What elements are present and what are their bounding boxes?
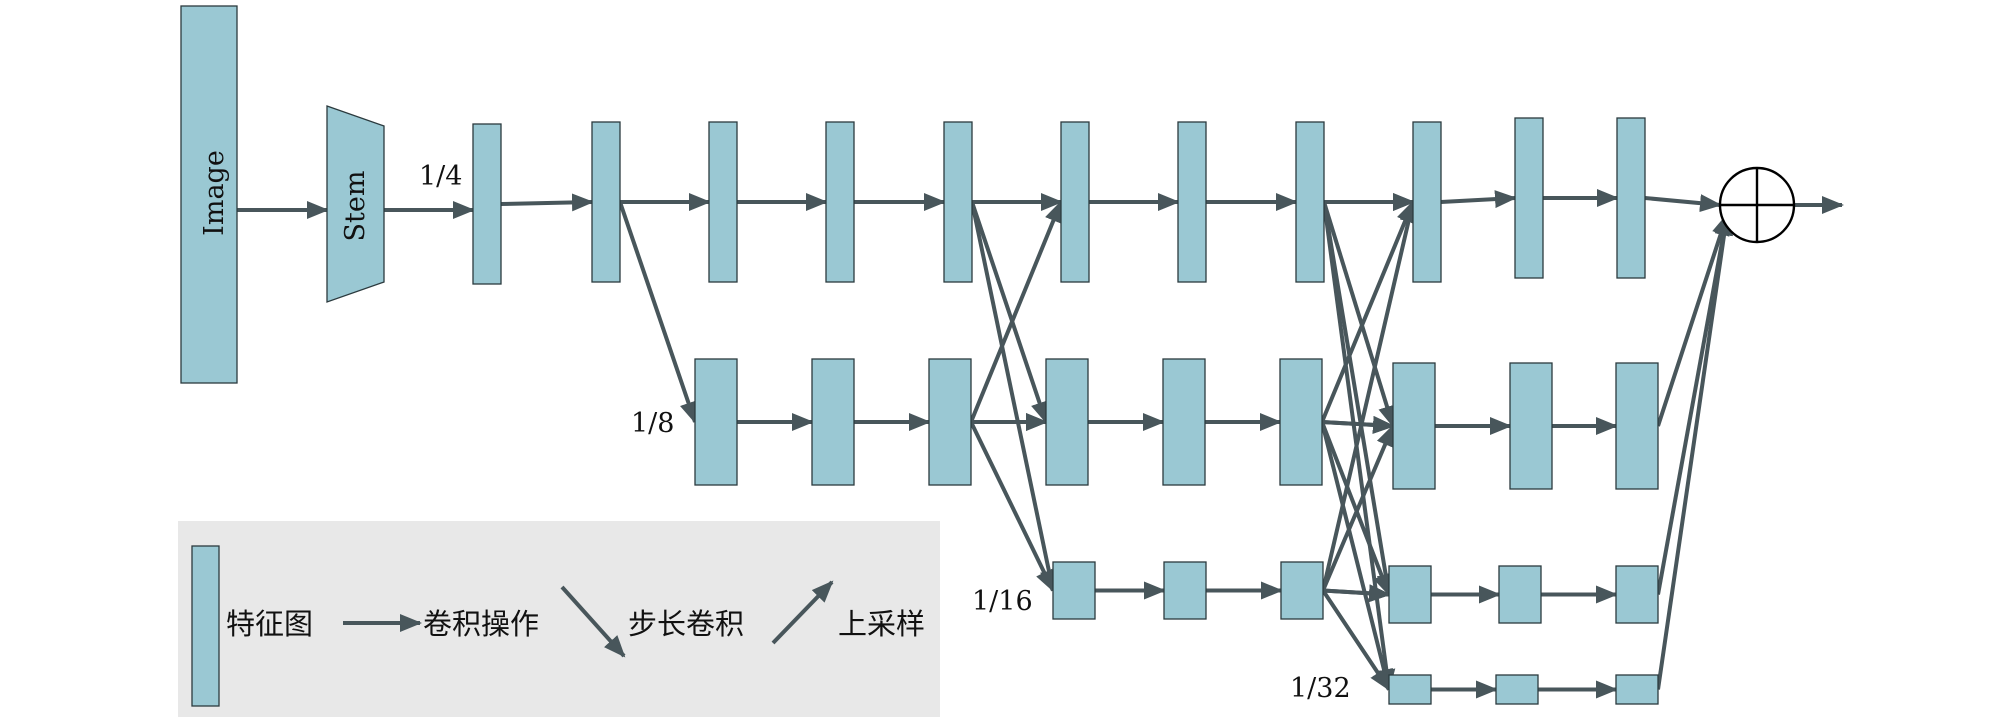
fusion-arrow xyxy=(1321,200,1418,591)
feature-map-r1-5 xyxy=(1060,121,1090,283)
feature-map-r1-4 xyxy=(943,121,973,283)
legend-strided-conv-arrow-icon xyxy=(560,585,626,658)
fusion-arrow xyxy=(1322,201,1395,597)
fusion-arrow xyxy=(1320,421,1393,692)
feature-map-r1-9 xyxy=(1514,117,1544,279)
scale-label-1-4: 1/4 xyxy=(419,161,462,192)
feature-map-r3-0 xyxy=(1052,561,1096,620)
feature-map-r1-2 xyxy=(708,121,738,283)
feature-map-r1-1 xyxy=(591,121,621,283)
feature-map-r2-4 xyxy=(1162,358,1206,486)
feature-map-r1-s xyxy=(472,123,502,285)
feature-map-r1-7 xyxy=(1295,121,1325,283)
fusion-arrow xyxy=(1322,201,1396,428)
stem-block xyxy=(326,105,385,303)
feature-map-r2-3 xyxy=(1045,358,1089,486)
legend-strided-conv-label: 步长卷积 xyxy=(628,607,744,641)
output-arrow xyxy=(1644,194,1722,213)
feature-map-r2-2 xyxy=(928,358,972,486)
scale-label-1-32: 1/32 xyxy=(1290,673,1351,704)
fusion-arrow xyxy=(1322,584,1391,603)
feature-map-image xyxy=(180,5,238,384)
feature-map-r1-6 xyxy=(1177,121,1207,283)
scale-label-1-8: 1/8 xyxy=(631,408,674,439)
legend-conv-label: 卷积操作 xyxy=(423,607,539,641)
strided-conv-arrow xyxy=(970,201,1049,424)
scale-label-1-16: 1/16 xyxy=(972,586,1033,617)
strided-conv-arrow xyxy=(970,201,1058,593)
legend-feature-map-swatch xyxy=(191,545,220,707)
conv-arrow-row1 xyxy=(1440,190,1517,209)
feature-maps xyxy=(180,5,1659,705)
feature-map-r4-2 xyxy=(1615,674,1659,705)
feature-map-r3-2 xyxy=(1280,561,1324,620)
connections xyxy=(237,189,1844,699)
fusion-arrow xyxy=(1321,424,1395,592)
legend-upsample-arrow-icon xyxy=(771,580,834,645)
fusion-arrow xyxy=(1321,415,1395,434)
fusion-arrow xyxy=(1321,589,1391,692)
legend-panel xyxy=(178,521,940,717)
feature-map-r1-8 xyxy=(1412,121,1442,283)
feature-map-r2-t2 xyxy=(1615,362,1659,490)
sum-node-icon xyxy=(1718,166,1796,244)
conv-arrow-row1 xyxy=(500,193,594,212)
feature-map-r1-10 xyxy=(1616,117,1646,279)
strided-conv-arrow xyxy=(969,421,1055,593)
output-arrow xyxy=(1656,213,1730,427)
feature-map-r3-1 xyxy=(1163,561,1207,620)
fusion-arrow xyxy=(1320,200,1415,423)
feature-map-r3-t2 xyxy=(1615,565,1659,624)
output-arrow xyxy=(1656,213,1733,595)
stem-label: Stem xyxy=(340,171,371,242)
feature-map-r2-t0 xyxy=(1392,362,1436,490)
feature-map-r2-5 xyxy=(1279,358,1323,486)
feature-map-r3-t1 xyxy=(1498,565,1542,624)
legend-upsample-label: 上采样 xyxy=(838,607,925,641)
feature-map-r4-1 xyxy=(1495,674,1539,705)
feature-map-r1-3 xyxy=(825,121,855,283)
image-label: Image xyxy=(199,150,230,236)
fusion-arrow xyxy=(1320,421,1391,597)
output-arrow xyxy=(1656,213,1734,690)
feature-map-r3-t0 xyxy=(1388,565,1432,624)
feature-map-r2-1 xyxy=(811,358,855,486)
feature-map-r2-t1 xyxy=(1509,362,1553,490)
legend-feature-map-label: 特征图 xyxy=(226,607,313,641)
feature-map-r2-0 xyxy=(694,358,738,486)
upsample-arrow xyxy=(969,200,1063,423)
feature-map-r4-0 xyxy=(1388,674,1432,705)
strided-conv-arrow xyxy=(618,201,698,424)
